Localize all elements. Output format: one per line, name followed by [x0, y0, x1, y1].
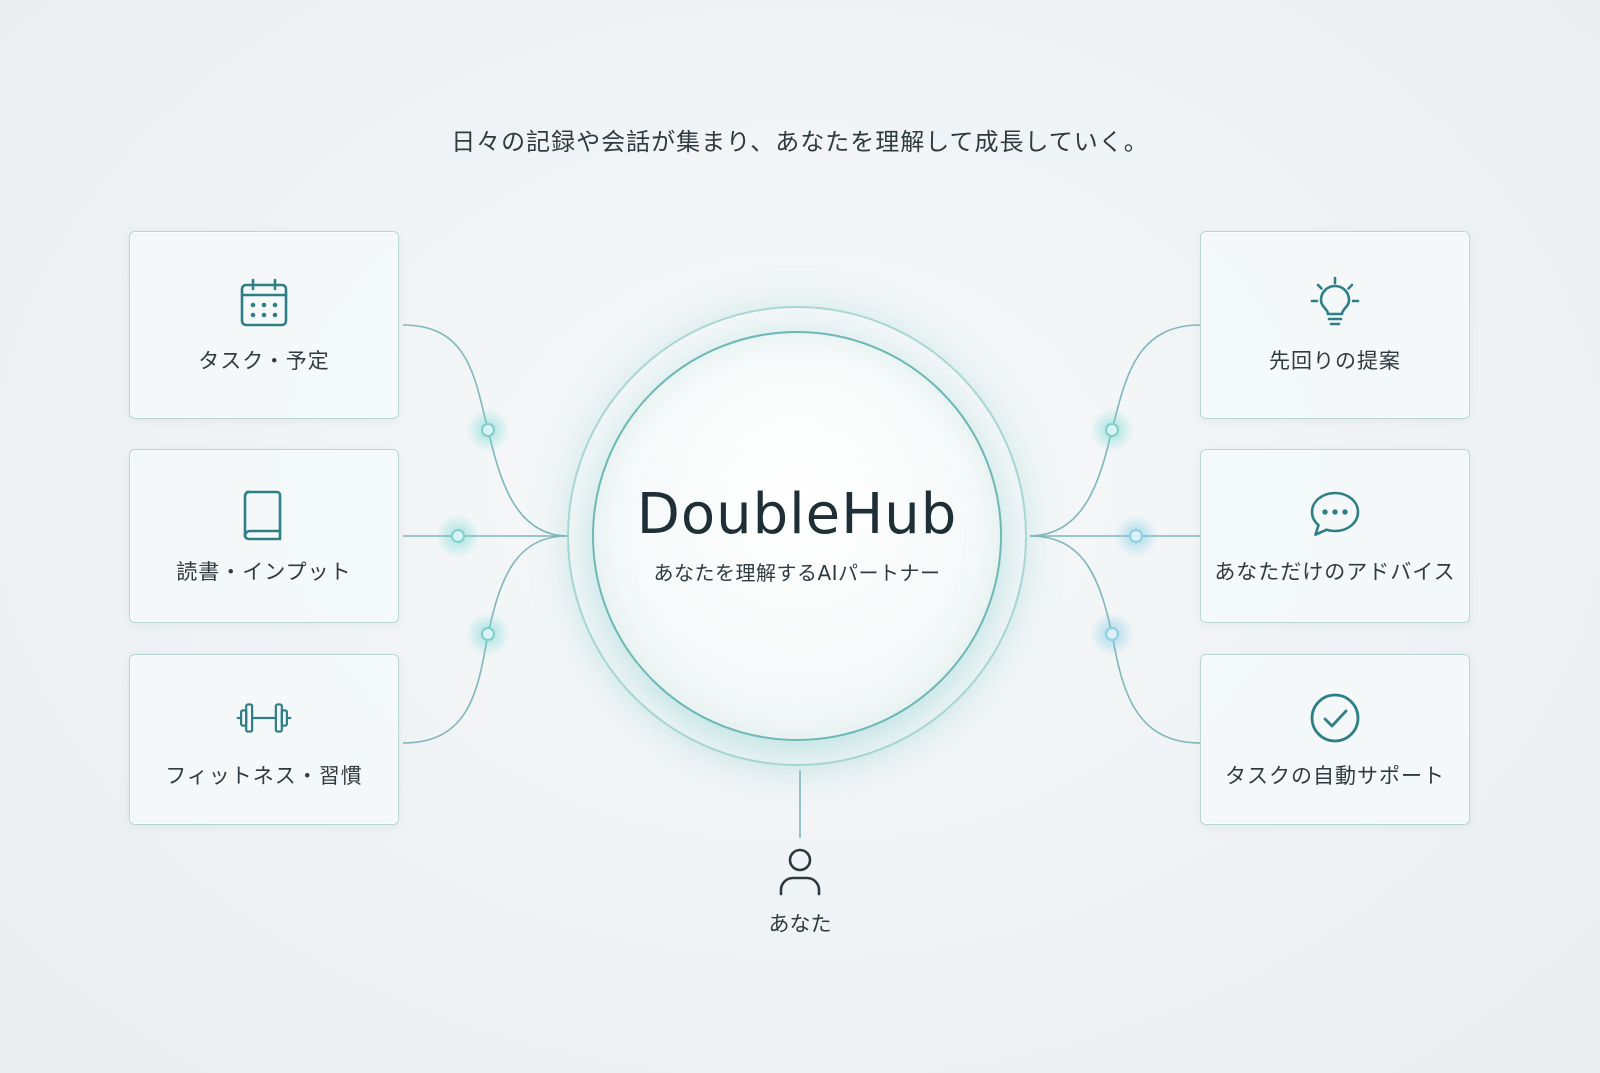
node-glow-left-bottom [466, 612, 510, 656]
node-glow-left-mid [436, 514, 480, 558]
user-label: あなた [768, 912, 832, 936]
hub-outer-ring [567, 306, 1027, 766]
card-support-label: タスクの自動サポート [1225, 763, 1445, 788]
hub-title: DoubleHub [636, 482, 958, 547]
check-circle-icon [1307, 690, 1363, 746]
node-glow-right-top [1090, 408, 1134, 452]
node-glow-left-top [466, 408, 510, 452]
book-icon [236, 486, 292, 542]
card-proposal: 先回りの提案 [1200, 231, 1470, 419]
person-icon [777, 846, 823, 900]
card-fitness-label: フィットネス・習慣 [165, 763, 363, 788]
card-advice: あなただけのアドバイス [1200, 449, 1470, 623]
card-reading: 読書・インプット [129, 449, 399, 623]
tagline: 日々の記録や会話が集まり、あなたを理解して成長していく。 [451, 128, 1149, 156]
card-tasks: タスク・予定 [129, 231, 399, 419]
dumbbell-icon [236, 690, 292, 746]
card-proposal-label: 先回りの提案 [1269, 349, 1401, 373]
card-reading-label: 読書・インプット [176, 560, 352, 584]
lightbulb-icon [1307, 275, 1363, 331]
calendar-icon [236, 275, 292, 331]
hub-subtitle: あなたを理解するAIパートナー [653, 561, 941, 585]
node-glow-right-mid [1114, 514, 1158, 558]
card-advice-label: あなただけのアドバイス [1214, 560, 1456, 584]
card-tasks-label: タスク・予定 [198, 349, 330, 373]
node-glow-right-bottom [1090, 612, 1134, 656]
card-fitness: フィットネス・習慣 [129, 654, 399, 825]
user-node: あなた [740, 846, 860, 938]
card-support: タスクの自動サポート [1200, 654, 1470, 825]
hub-circle: DoubleHub あなたを理解するAIパートナー [592, 331, 1002, 741]
chat-bubble-icon [1307, 486, 1363, 542]
